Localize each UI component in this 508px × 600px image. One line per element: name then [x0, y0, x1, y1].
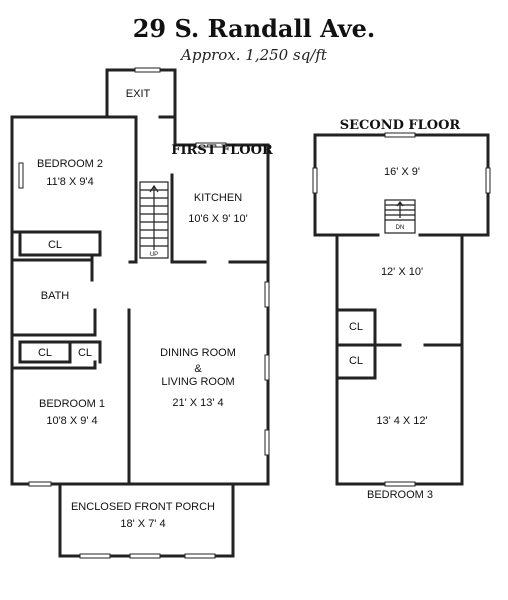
room-bottom-size: 13' 4 X 12' [376, 415, 427, 427]
closet-label: CL [349, 355, 363, 367]
stairs-down [384, 199, 416, 234]
window [134, 67, 161, 73]
window [184, 553, 216, 559]
bedroom1-label: BEDROOM 1 [39, 398, 105, 410]
dining-room-size: 21' X 13' 4 [172, 397, 223, 409]
kitchen-label: KITCHEN [194, 192, 242, 204]
bedroom3-label: BEDROOM 3 [367, 489, 433, 501]
bath-label: BATH [41, 290, 70, 302]
room-mid-size: 12' X 10' [381, 266, 423, 278]
exit-label: EXIT [126, 88, 151, 100]
page-title: 29 S. Randall Ave. [132, 14, 376, 43]
bedroom2-label: BEDROOM 2 [37, 158, 103, 170]
dining-room-amp: & [194, 363, 202, 375]
window [264, 281, 270, 308]
dining-room-label: DINING ROOM [160, 347, 236, 359]
page-subtitle: Approx. 1,250 sq/ft [181, 46, 327, 64]
bedroom1-size: 10'8 X 9' 4 [46, 415, 97, 427]
first-floor-exterior-wall [10, 68, 270, 486]
kitchen-size: 10'6 X 9' 10' [188, 213, 248, 225]
closet-label: CL [38, 347, 52, 359]
kitchen-wall [170, 173, 207, 264]
window [384, 481, 416, 487]
window [485, 167, 491, 194]
window [129, 553, 161, 559]
porch-label: ENCLOSED FRONT PORCH [71, 501, 215, 513]
stairs-up [139, 181, 169, 259]
bath-wall [10, 308, 97, 337]
window [384, 132, 416, 138]
second-floor-heading: SECOND FLOOR [340, 118, 461, 133]
closet-label: CL [78, 347, 92, 359]
room-top-size: 16' X 9' [384, 166, 420, 178]
first-floor-plan: FIRST FLOOR EXIT BEDROOM 2 11'8 X 9'4 KI… [10, 67, 273, 559]
window [264, 354, 270, 381]
living-room-label: LIVING ROOM [161, 376, 234, 388]
closet-wall [335, 308, 377, 347]
window [312, 167, 318, 194]
window [18, 162, 24, 189]
stair-dn-label: DN [396, 225, 405, 231]
closet-label: CL [349, 321, 363, 333]
window [264, 429, 270, 456]
second-floor-plan: SECOND FLOOR 16' X 9' DN 12' X 10' CL CL… [312, 118, 491, 501]
porch-size: 18' X 7' 4 [120, 518, 165, 530]
window [195, 142, 227, 148]
first-floor-heading: FIRST FLOOR [171, 143, 273, 158]
window [79, 553, 111, 559]
bedroom2-size: 11'8 X 9'4 [46, 176, 93, 188]
stair-up-label: UP [150, 252, 158, 258]
closet-label: CL [48, 239, 62, 251]
window [28, 481, 52, 487]
closet-wall [18, 340, 72, 364]
